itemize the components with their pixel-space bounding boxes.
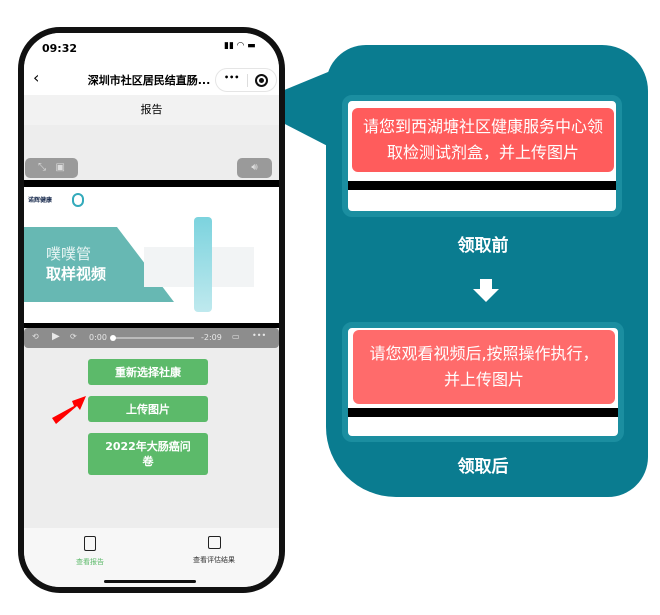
phone-frame: 09:32 ▮▮ ◠ ▬ ‹ 深圳市社区居民结直肠... ••• 报告 ⤡ ▣ …	[18, 27, 285, 593]
black-bar	[348, 181, 616, 190]
volume-icon[interactable]: 🔊︎	[237, 158, 272, 178]
after-label: 领取后	[457, 457, 509, 477]
video-controls: ⟲ ▶ ⟳ 0:00 -2:09 ▭ •••	[24, 328, 279, 348]
page-title: 深圳市社区居民结直肠...	[87, 74, 211, 87]
nav-bar: ‹ 深圳市社区居民结直肠... •••	[24, 65, 279, 95]
progress-knob[interactable]	[110, 335, 116, 341]
video-title-light: 噗噗管	[46, 245, 92, 263]
home-indicator	[104, 580, 196, 583]
before-label: 领取前	[457, 236, 509, 256]
report-header: 报告	[24, 95, 279, 125]
tab-view-results[interactable]: 查看评估结果	[169, 536, 259, 565]
reselect-clinic-button[interactable]: 重新选择社康	[88, 359, 208, 385]
signal-wifi-battery-icon: ▮▮ ◠ ▬	[224, 41, 256, 51]
tab-label: 查看评估结果	[193, 556, 235, 564]
more-button[interactable]: •••	[224, 73, 240, 82]
clipboard-icon	[84, 536, 96, 551]
fullscreen-pip-controls[interactable]: ⤡ ▣	[25, 158, 78, 178]
more-options-icon[interactable]: •••	[252, 331, 267, 340]
before-message: 请您到西湖塘社区健康服务中心领取检测试剂盒，并上传图片	[352, 108, 614, 172]
airplay-icon[interactable]: ▭	[232, 332, 240, 341]
after-screenshot-card: 请您观看视频后,按照操作执行，并上传图片	[342, 322, 624, 442]
capsule-menu: •••	[215, 68, 277, 92]
tab-view-report[interactable]: 查看报告	[45, 536, 135, 567]
before-screenshot-card: 请您到西湖塘社区健康服务中心领取检测试剂盒，并上传图片	[342, 95, 622, 217]
questionnaire-button[interactable]: 2022年大肠癌问卷	[88, 433, 208, 475]
video-frame: 诺辉健康 噗噗管 取样视频	[24, 187, 279, 323]
upload-image-button[interactable]: 上传图片	[88, 396, 208, 422]
fullscreen-icon[interactable]: ⤡	[38, 162, 46, 173]
tab-label: 查看报告	[76, 558, 104, 566]
p-logo-icon	[72, 193, 84, 207]
black-bar	[348, 408, 618, 417]
sample-tube	[194, 217, 212, 312]
video-title-bold: 取样视频	[46, 265, 107, 283]
brand-logo: 诺辉健康	[28, 197, 53, 204]
status-time: 09:32	[42, 42, 78, 55]
callout-pointer	[248, 65, 345, 155]
video-player[interactable]: 诺辉健康 噗噗管 取样视频	[24, 180, 279, 328]
play-icon[interactable]: ▶	[52, 331, 60, 342]
down-arrow-icon	[473, 279, 499, 302]
progress-slider[interactable]	[110, 335, 194, 341]
back-icon[interactable]: ‹	[33, 68, 40, 87]
status-bar: 09:32 ▮▮ ◠ ▬	[24, 33, 279, 65]
tab-bar: 查看报告 查看评估结果	[24, 528, 279, 587]
forward-15-icon[interactable]: ⟳	[70, 332, 77, 341]
callout-panel: 请您到西湖塘社区健康服务中心领取检测试剂盒，并上传图片 领取前 请您观看视频后,…	[326, 45, 648, 497]
remaining-time: -2:09	[201, 333, 222, 342]
current-time: 0:00	[89, 333, 107, 342]
rewind-15-icon[interactable]: ⟲	[32, 332, 39, 341]
close-miniprogram-icon[interactable]	[255, 74, 268, 87]
divider	[247, 74, 248, 87]
search-report-icon	[207, 536, 221, 549]
after-message: 请您观看视频后,按照操作执行，并上传图片	[353, 330, 615, 404]
pip-icon[interactable]: ▣	[55, 162, 65, 173]
red-arrow-icon	[52, 396, 86, 424]
